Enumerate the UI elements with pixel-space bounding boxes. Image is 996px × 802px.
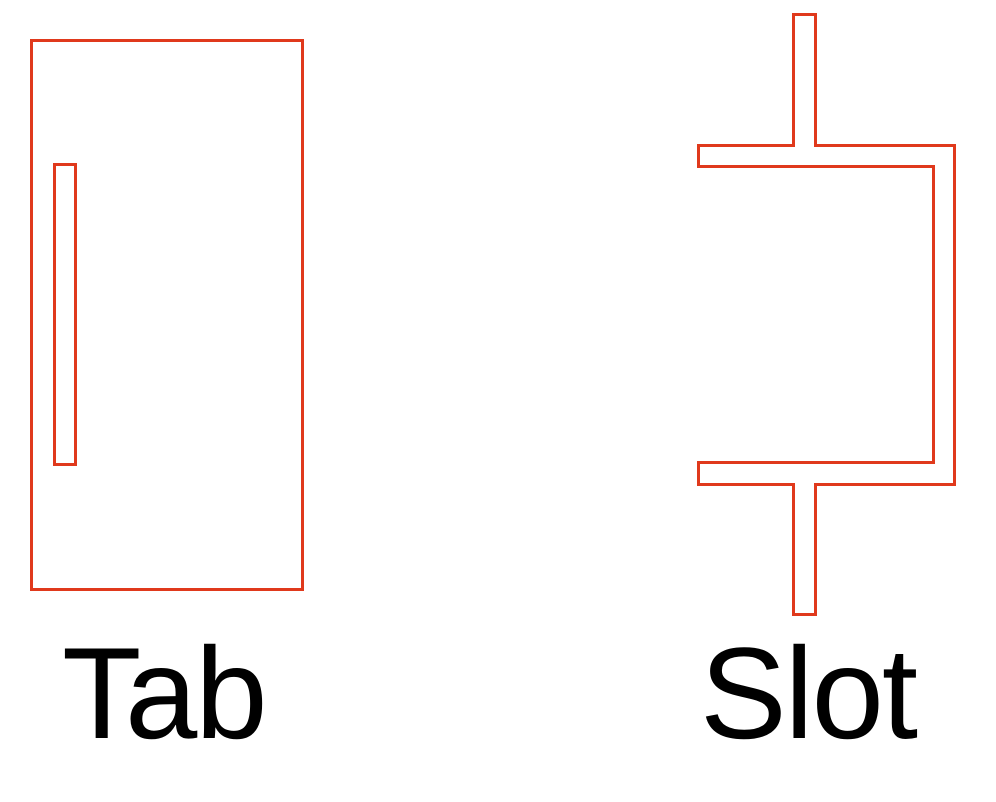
slot-shape-outline [697, 13, 956, 616]
tab-body-outline [30, 39, 304, 591]
tab-label: Tab [62, 620, 268, 766]
slot-label: Slot [700, 620, 918, 766]
tab-shape [30, 39, 304, 591]
tab-inner-slit [53, 163, 77, 466]
